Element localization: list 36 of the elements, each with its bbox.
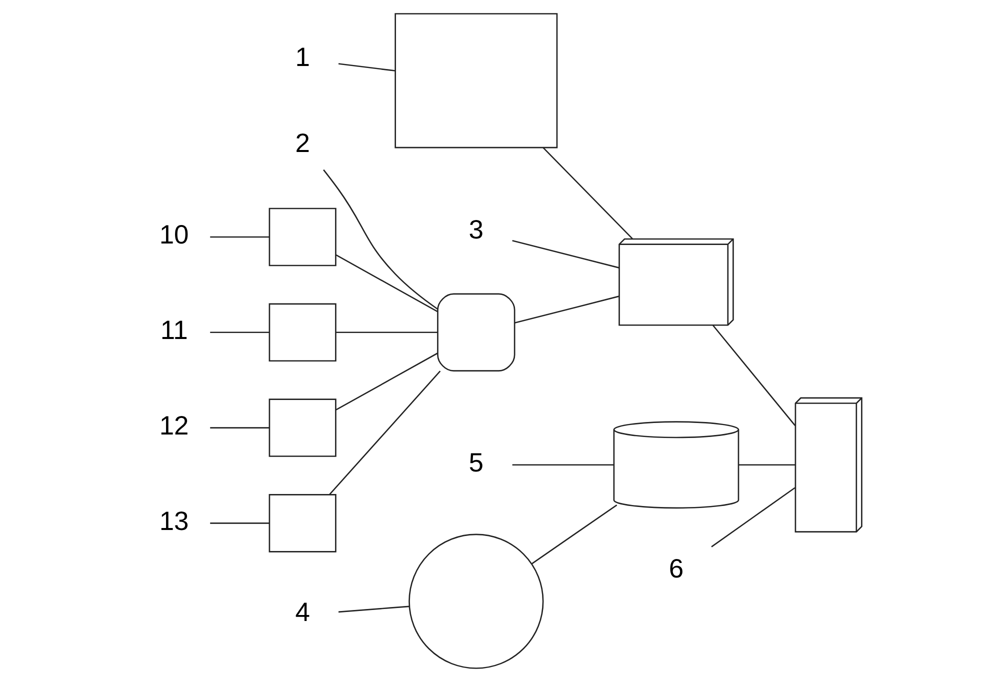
node-box (268, 398, 336, 457)
node-text: 11 (160, 315, 188, 346)
connector (532, 504, 618, 564)
connector (738, 464, 796, 466)
connector (512, 240, 620, 268)
node-text: 1 (295, 42, 310, 72)
node-text: 13 (159, 506, 189, 536)
node-text: 10 (159, 220, 189, 250)
connector (712, 324, 796, 426)
connector (329, 370, 441, 496)
connector (336, 352, 438, 410)
connector (512, 464, 614, 466)
node-text: 3 (468, 214, 484, 244)
node-chip (437, 293, 516, 372)
node-text: 2 (295, 128, 310, 158)
connector (210, 427, 270, 428)
connector (711, 487, 796, 548)
connector (338, 606, 410, 613)
connector (210, 522, 270, 524)
connector (210, 236, 270, 238)
node-text: 5 (468, 448, 484, 478)
node-text: 4 (295, 597, 310, 628)
connector (323, 169, 438, 310)
node-box (268, 303, 336, 362)
connector (514, 296, 620, 324)
node-box (268, 208, 336, 266)
node-text: 6 (668, 553, 684, 584)
node-circle (408, 534, 544, 669)
connector (210, 332, 270, 334)
connector (336, 332, 438, 334)
node-box (394, 13, 558, 148)
node-box (268, 494, 336, 552)
connector (336, 254, 438, 312)
node-text: 12 (159, 410, 189, 440)
connector (542, 147, 633, 240)
connector (338, 63, 396, 72)
